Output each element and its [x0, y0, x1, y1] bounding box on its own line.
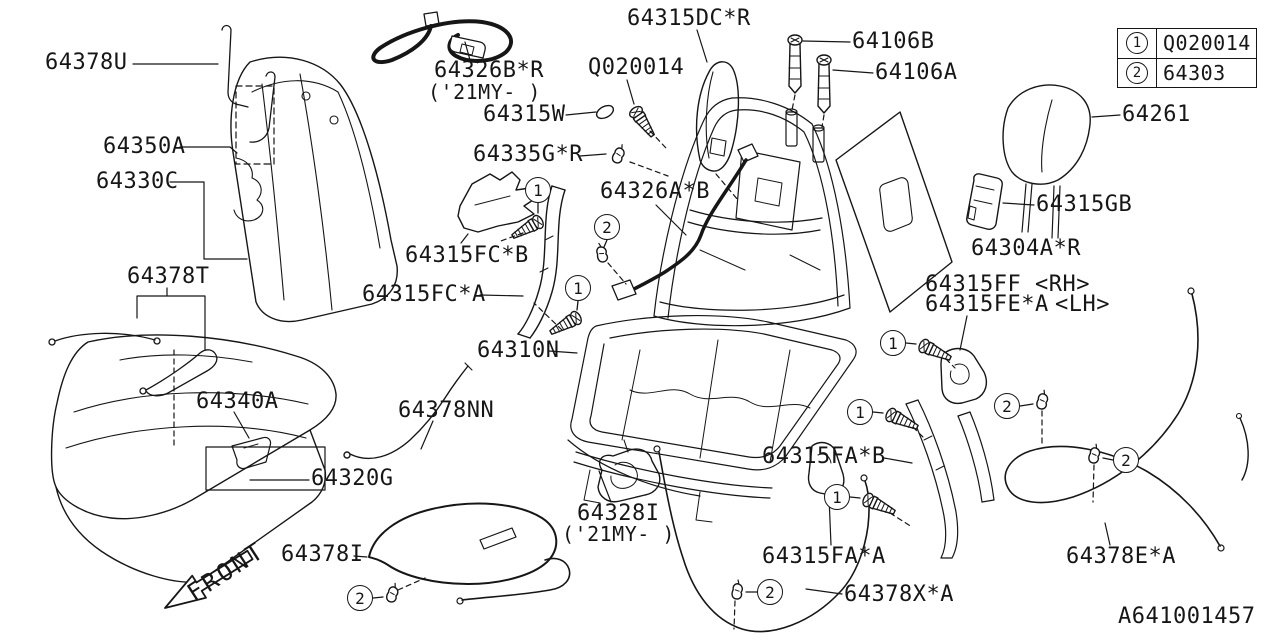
legend-row-2: 2 64303 [1118, 57, 1256, 87]
part-note-64326b-r: ('21MY- ) [428, 80, 541, 104]
bracket-64315FC-A-drawing [517, 185, 566, 339]
part-label-64326b-r: 64326B*R [434, 58, 544, 83]
part-label-64315w: 64315W [483, 102, 566, 127]
latch-64328I-drawing [597, 439, 661, 503]
front-label: FRONT [182, 536, 270, 607]
headrest-bolts-drawing [787, 34, 832, 114]
headrest-guide-bracket-drawing [966, 173, 1003, 230]
drawing-number: A641001457 [1118, 604, 1256, 629]
part-label-64304a-r: 64304A*R [971, 236, 1081, 261]
headrest-drawing [1002, 84, 1091, 239]
dashed-lines [173, 94, 1095, 630]
cable-64326A-drawing [611, 143, 759, 301]
cushion-frame-drawing [567, 314, 857, 523]
legend-part-1: Q020014 [1163, 31, 1251, 56]
cable-64378X-drawing [653, 445, 870, 633]
part-label-64315fc-b: 64315FC*B [405, 243, 529, 268]
callout-2-clip-i: 2 [347, 585, 373, 611]
callout-1-screw-ff: 1 [880, 330, 906, 356]
legend-row-1: 1 Q020014 [1118, 29, 1256, 58]
part-label-64326a-b: 64326A*B [600, 179, 710, 204]
part-label-64378x-a: 64378X*A [844, 582, 954, 607]
cable-64378NN-drawing [343, 362, 473, 460]
callout-1-screw-fca: 1 [565, 275, 591, 301]
part-label-64315gb: 64315GB [1036, 192, 1133, 217]
part-label-64330c: 64330C [96, 169, 179, 194]
part-label-64320g: 64320G [311, 466, 394, 491]
part-side-64315fe-a: <LH> [1055, 292, 1110, 317]
legend-circle-1: 1 [1126, 32, 1148, 55]
part-label-64335g-r: 64335G*R [473, 142, 583, 167]
fastener-legend-table: 1 Q020014 2 64303 [1117, 28, 1257, 88]
part-label-64315fc-a: 64315FC*A [362, 282, 486, 307]
callout-connectors [372, 202, 1114, 599]
legend-ref-cell-2: 2 [1118, 58, 1157, 87]
bracket-64315FC-B-drawing [457, 171, 537, 233]
leader-lines [132, 29, 1121, 595]
callout-1-screw-fcb: 1 [525, 177, 551, 203]
part-label-64378t: 64378T [127, 264, 210, 289]
part-label-64106b: 64106B [852, 29, 935, 54]
cable-64378I-drawing [368, 502, 571, 605]
part-label-64106a: 64106A [875, 60, 958, 85]
harness-64326B-drawing [371, 11, 513, 65]
part-label-64315fe-a: 64315FE*A [925, 292, 1049, 317]
part-label-64315fa-a: 64315FA*A [762, 544, 886, 569]
part-label-64350a: 64350A [103, 134, 186, 159]
bracket-64315FA-drawing [905, 399, 995, 559]
part-label-64315fa-b: 64315FA*B [762, 444, 886, 469]
part-label-64378u: 64378U [45, 50, 128, 75]
part-label-64310n: 64310N [477, 338, 560, 363]
callout-1-screw-faa: 1 [824, 484, 850, 510]
legend-ref-cell-1: 1 [1118, 29, 1157, 58]
part-label-q020014: Q020014 [588, 55, 685, 80]
callout-2-clip-x: 2 [757, 579, 783, 605]
clip-64335G-drawing [610, 142, 628, 165]
part-note-64328i: ('21MY- ) [562, 522, 675, 546]
part-label-64378i: 64378I [281, 542, 364, 567]
part-label-64315ff: 64315FF [925, 272, 1022, 297]
callout-2-clip-right1: 2 [994, 393, 1020, 419]
bracket-64315FF-drawing [940, 347, 988, 405]
cable-64378E-drawing [1004, 287, 1249, 552]
part-label-64378e-a: 64378E*A [1066, 544, 1176, 569]
grommet-64315W-drawing [595, 104, 615, 120]
part-label-64328i: 64328I [577, 501, 660, 526]
part-side-64315ff: <RH> [1035, 272, 1090, 297]
wire-64378U-drawing [221, 24, 276, 143]
callout-2-clip-64326: 2 [594, 214, 620, 240]
wires-64378T-drawing [48, 332, 218, 397]
legend-part-2: 64303 [1163, 60, 1226, 85]
back-panel-drawing [835, 111, 953, 313]
front-arrow: FRONT [164, 536, 270, 609]
part-label-64378nn: 64378NN [398, 398, 495, 423]
seat-cushion-drawing [50, 334, 337, 583]
part-label-64315dc-r: 64315DC*R [627, 6, 751, 31]
callout-2-clip-right2: 2 [1113, 447, 1139, 473]
callout-1-screw-fab: 1 [847, 399, 873, 425]
seatback-frame-drawing [653, 97, 851, 327]
seatback-drawing [230, 56, 398, 323]
part-label-64261: 64261 [1122, 102, 1191, 127]
part-label-64340a: 64340A [196, 389, 279, 414]
legend-circle-2: 2 [1126, 61, 1148, 84]
